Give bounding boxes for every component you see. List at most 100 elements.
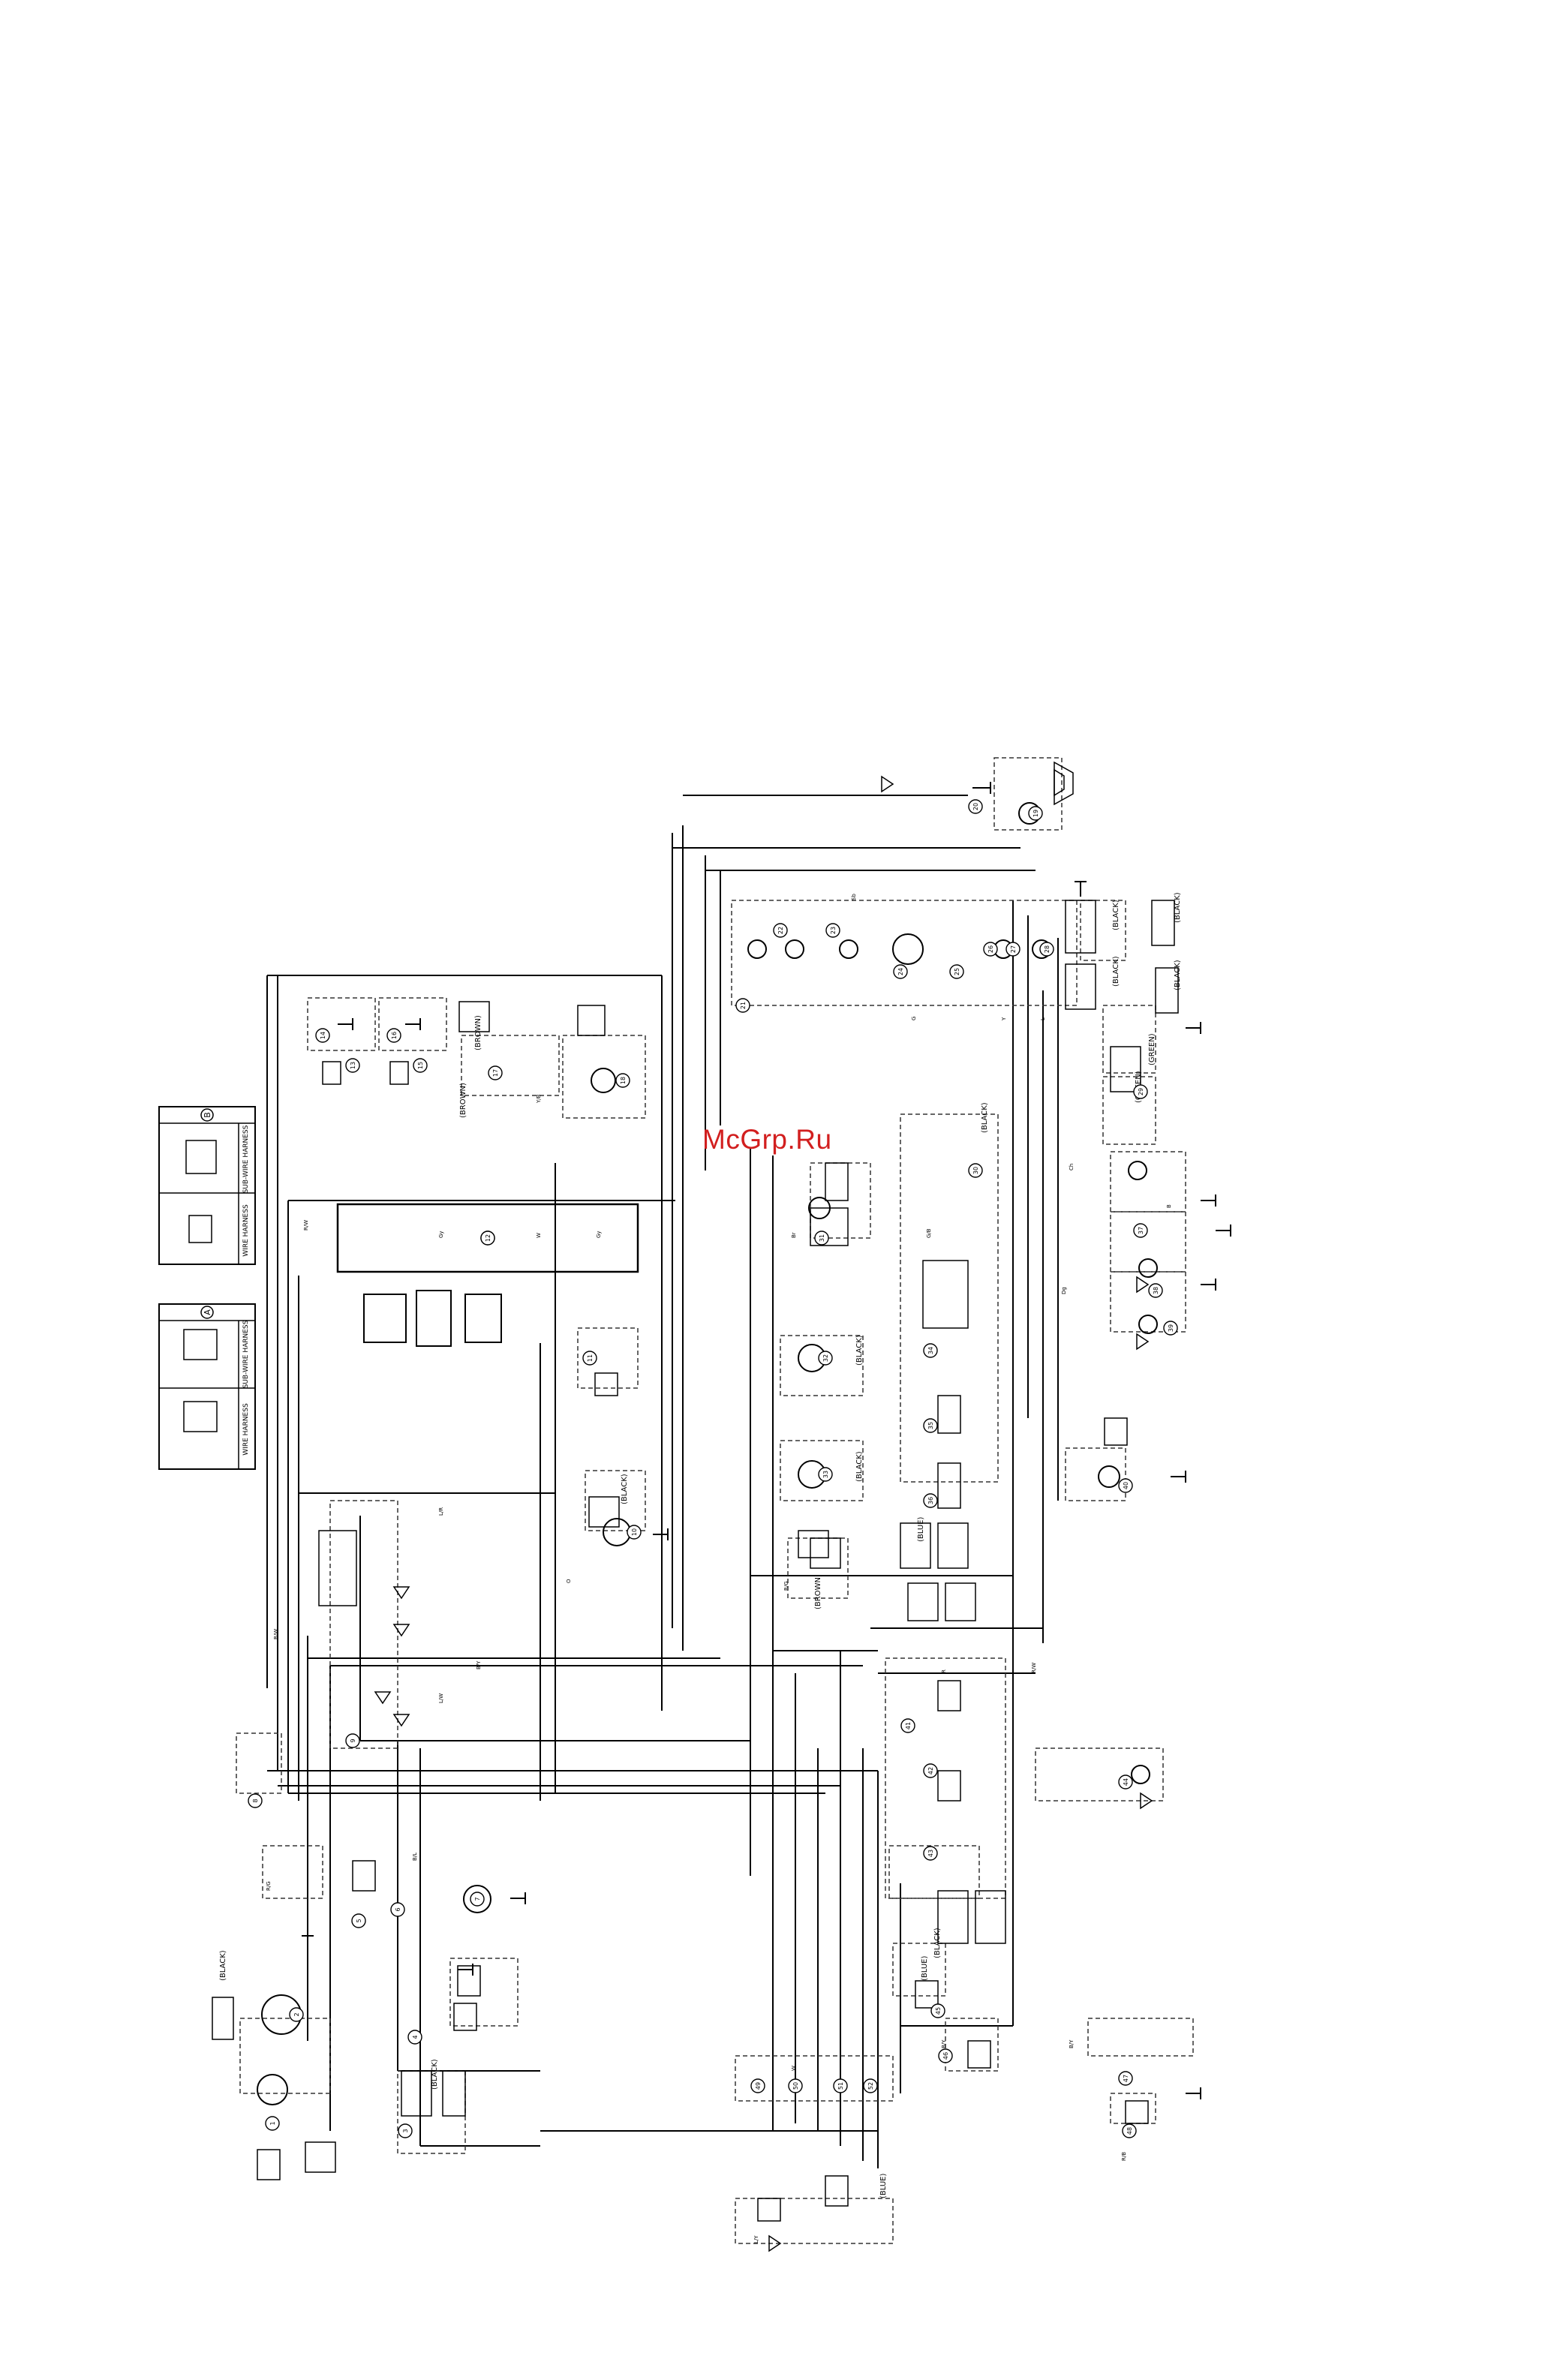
component-number-9: 9 <box>350 1738 356 1742</box>
component-bubble-9 <box>345 1733 360 1748</box>
svg-text:(BLUE): (BLUE) <box>921 1956 929 1981</box>
svg-text:L/R: L/R <box>438 1507 444 1516</box>
component-bubble-25 <box>949 964 964 979</box>
legend-panel-a: A WIRE HARNESS SUB-WIRE HARNESS <box>158 1303 256 1470</box>
component-number-12: 12 <box>485 1234 491 1242</box>
component-bubble-29 <box>1133 1084 1148 1099</box>
component-number-24: 24 <box>897 968 904 975</box>
component-bubble-38 <box>1148 1283 1163 1298</box>
svg-text:L/W: L/W <box>438 1693 444 1703</box>
svg-text:Dg: Dg <box>1061 1287 1067 1294</box>
component-bubble-16 <box>386 1028 401 1043</box>
svg-text:(BLACK): (BLACK) <box>621 1474 629 1504</box>
component-bubble-26 <box>983 942 998 957</box>
component-bubble-33 <box>818 1467 833 1482</box>
component-bubble-13 <box>345 1058 360 1073</box>
svg-text:R/G: R/G <box>783 1581 789 1591</box>
component-number-22: 22 <box>777 927 784 934</box>
component-bubble-20 <box>968 799 983 814</box>
component-number-51: 51 <box>837 2082 844 2090</box>
component-number-13: 13 <box>350 1062 356 1069</box>
component-number-6: 6 <box>395 1907 401 1911</box>
component-bubble-3 <box>398 2123 413 2138</box>
component-bubble-24 <box>893 964 908 979</box>
legend-b-left-label: WIRE HARNESS <box>242 1204 250 1257</box>
component-bubble-35 <box>923 1418 938 1433</box>
svg-text:(BLACK): (BLACK) <box>855 1451 864 1482</box>
component-number-33: 33 <box>822 1471 829 1478</box>
watermark-text: McGrp.Ru <box>702 1124 832 1155</box>
component-number-30: 30 <box>972 1167 979 1174</box>
component-number-28: 28 <box>1044 945 1051 953</box>
component-number-25: 25 <box>954 968 960 975</box>
component-bubble-51 <box>833 2078 848 2093</box>
connector-blocks <box>212 761 1179 2222</box>
component-bubble-14 <box>315 1028 330 1043</box>
svg-text:(BLUE): (BLUE) <box>917 1517 925 1542</box>
component-number-2: 2 <box>293 2012 300 2016</box>
legend-b-right-label: SUB-WIRE HARNESS <box>242 1125 250 1193</box>
svg-text:(BLACK): (BLACK) <box>431 2059 439 2090</box>
component-bubble-45 <box>930 2003 945 2018</box>
svg-text:(BLACK): (BLACK) <box>1174 960 1182 990</box>
component-bubble-39 <box>1163 1321 1178 1336</box>
component-bubble-2 <box>289 2007 304 2022</box>
svg-text:O: O <box>566 1579 572 1583</box>
svg-text:L: L <box>1040 1017 1046 1020</box>
svg-text:Gy: Gy <box>438 1231 444 1238</box>
component-bubble-15 <box>413 1058 428 1073</box>
svg-text:W: W <box>791 2066 797 2071</box>
component-bubble-23 <box>825 923 840 938</box>
component-number-35: 35 <box>927 1422 934 1429</box>
component-number-32: 32 <box>822 1354 829 1362</box>
component-bubble-44 <box>1118 1774 1133 1790</box>
svg-text:(BLACK): (BLACK) <box>1112 900 1120 930</box>
component-bubble-40 <box>1118 1478 1133 1493</box>
component-bubble-34 <box>923 1343 938 1358</box>
component-number-3: 3 <box>402 2129 409 2132</box>
component-number-47: 47 <box>1123 2075 1129 2082</box>
component-number-4: 4 <box>412 2035 419 2039</box>
component-number-49: 49 <box>755 2082 762 2090</box>
component-number-20: 20 <box>972 803 979 810</box>
component-number-42: 42 <box>927 1767 934 1774</box>
component-bubble-11 <box>582 1351 597 1366</box>
svg-text:R: R <box>941 1669 947 1673</box>
component-number-46: 46 <box>942 2052 949 2060</box>
component-bubble-47 <box>1118 2071 1133 2086</box>
legend-panel-b: B WIRE HARNESS SUB-WIRE HARNESS <box>158 1106 256 1265</box>
svg-text:(BLACK): (BLACK) <box>855 1335 864 1366</box>
component-bubble-12 <box>480 1231 495 1246</box>
component-number-52: 52 <box>867 2082 874 2090</box>
svg-text:Sb: Sb <box>851 894 857 900</box>
component-bubble-41 <box>900 1718 915 1733</box>
svg-text:(BROWN): (BROWN) <box>459 1083 467 1118</box>
component-number-50: 50 <box>792 2082 799 2090</box>
wire-trunks <box>266 795 1059 2168</box>
svg-text:(BLACK): (BLACK) <box>933 1928 942 1958</box>
svg-text:Y: Y <box>1001 1017 1007 1021</box>
svg-text:Y/B: Y/B <box>536 1094 542 1104</box>
component-number-11: 11 <box>587 1354 594 1362</box>
component-number-17: 17 <box>492 1069 499 1077</box>
svg-text:R/B: R/B <box>1121 2152 1127 2161</box>
legend-b-letter: B <box>203 1112 212 1118</box>
component-bubble-17 <box>488 1065 503 1080</box>
wire-labels: R/W R/W R/G B/L Gy Gy B/Y L/R L/W Y/B Br… <box>266 894 1172 2243</box>
component-number-29: 29 <box>1138 1088 1144 1095</box>
component-bubble-5 <box>351 1913 366 1928</box>
svg-text:(BLUE): (BLUE) <box>879 2174 888 2198</box>
component-bubble-19 <box>1028 806 1043 821</box>
component-number-18: 18 <box>620 1077 627 1084</box>
component-bubble-7 <box>470 1892 485 1907</box>
component-number-34: 34 <box>927 1347 934 1354</box>
component-number-39: 39 <box>1168 1324 1174 1332</box>
component-number-23: 23 <box>830 927 837 934</box>
legend-a-left-label: WIRE HARNESS <box>242 1403 250 1456</box>
svg-text:(BROWN): (BROWN) <box>474 1015 482 1050</box>
component-bubble-50 <box>788 2078 803 2093</box>
ground-symbols <box>302 782 1231 2099</box>
